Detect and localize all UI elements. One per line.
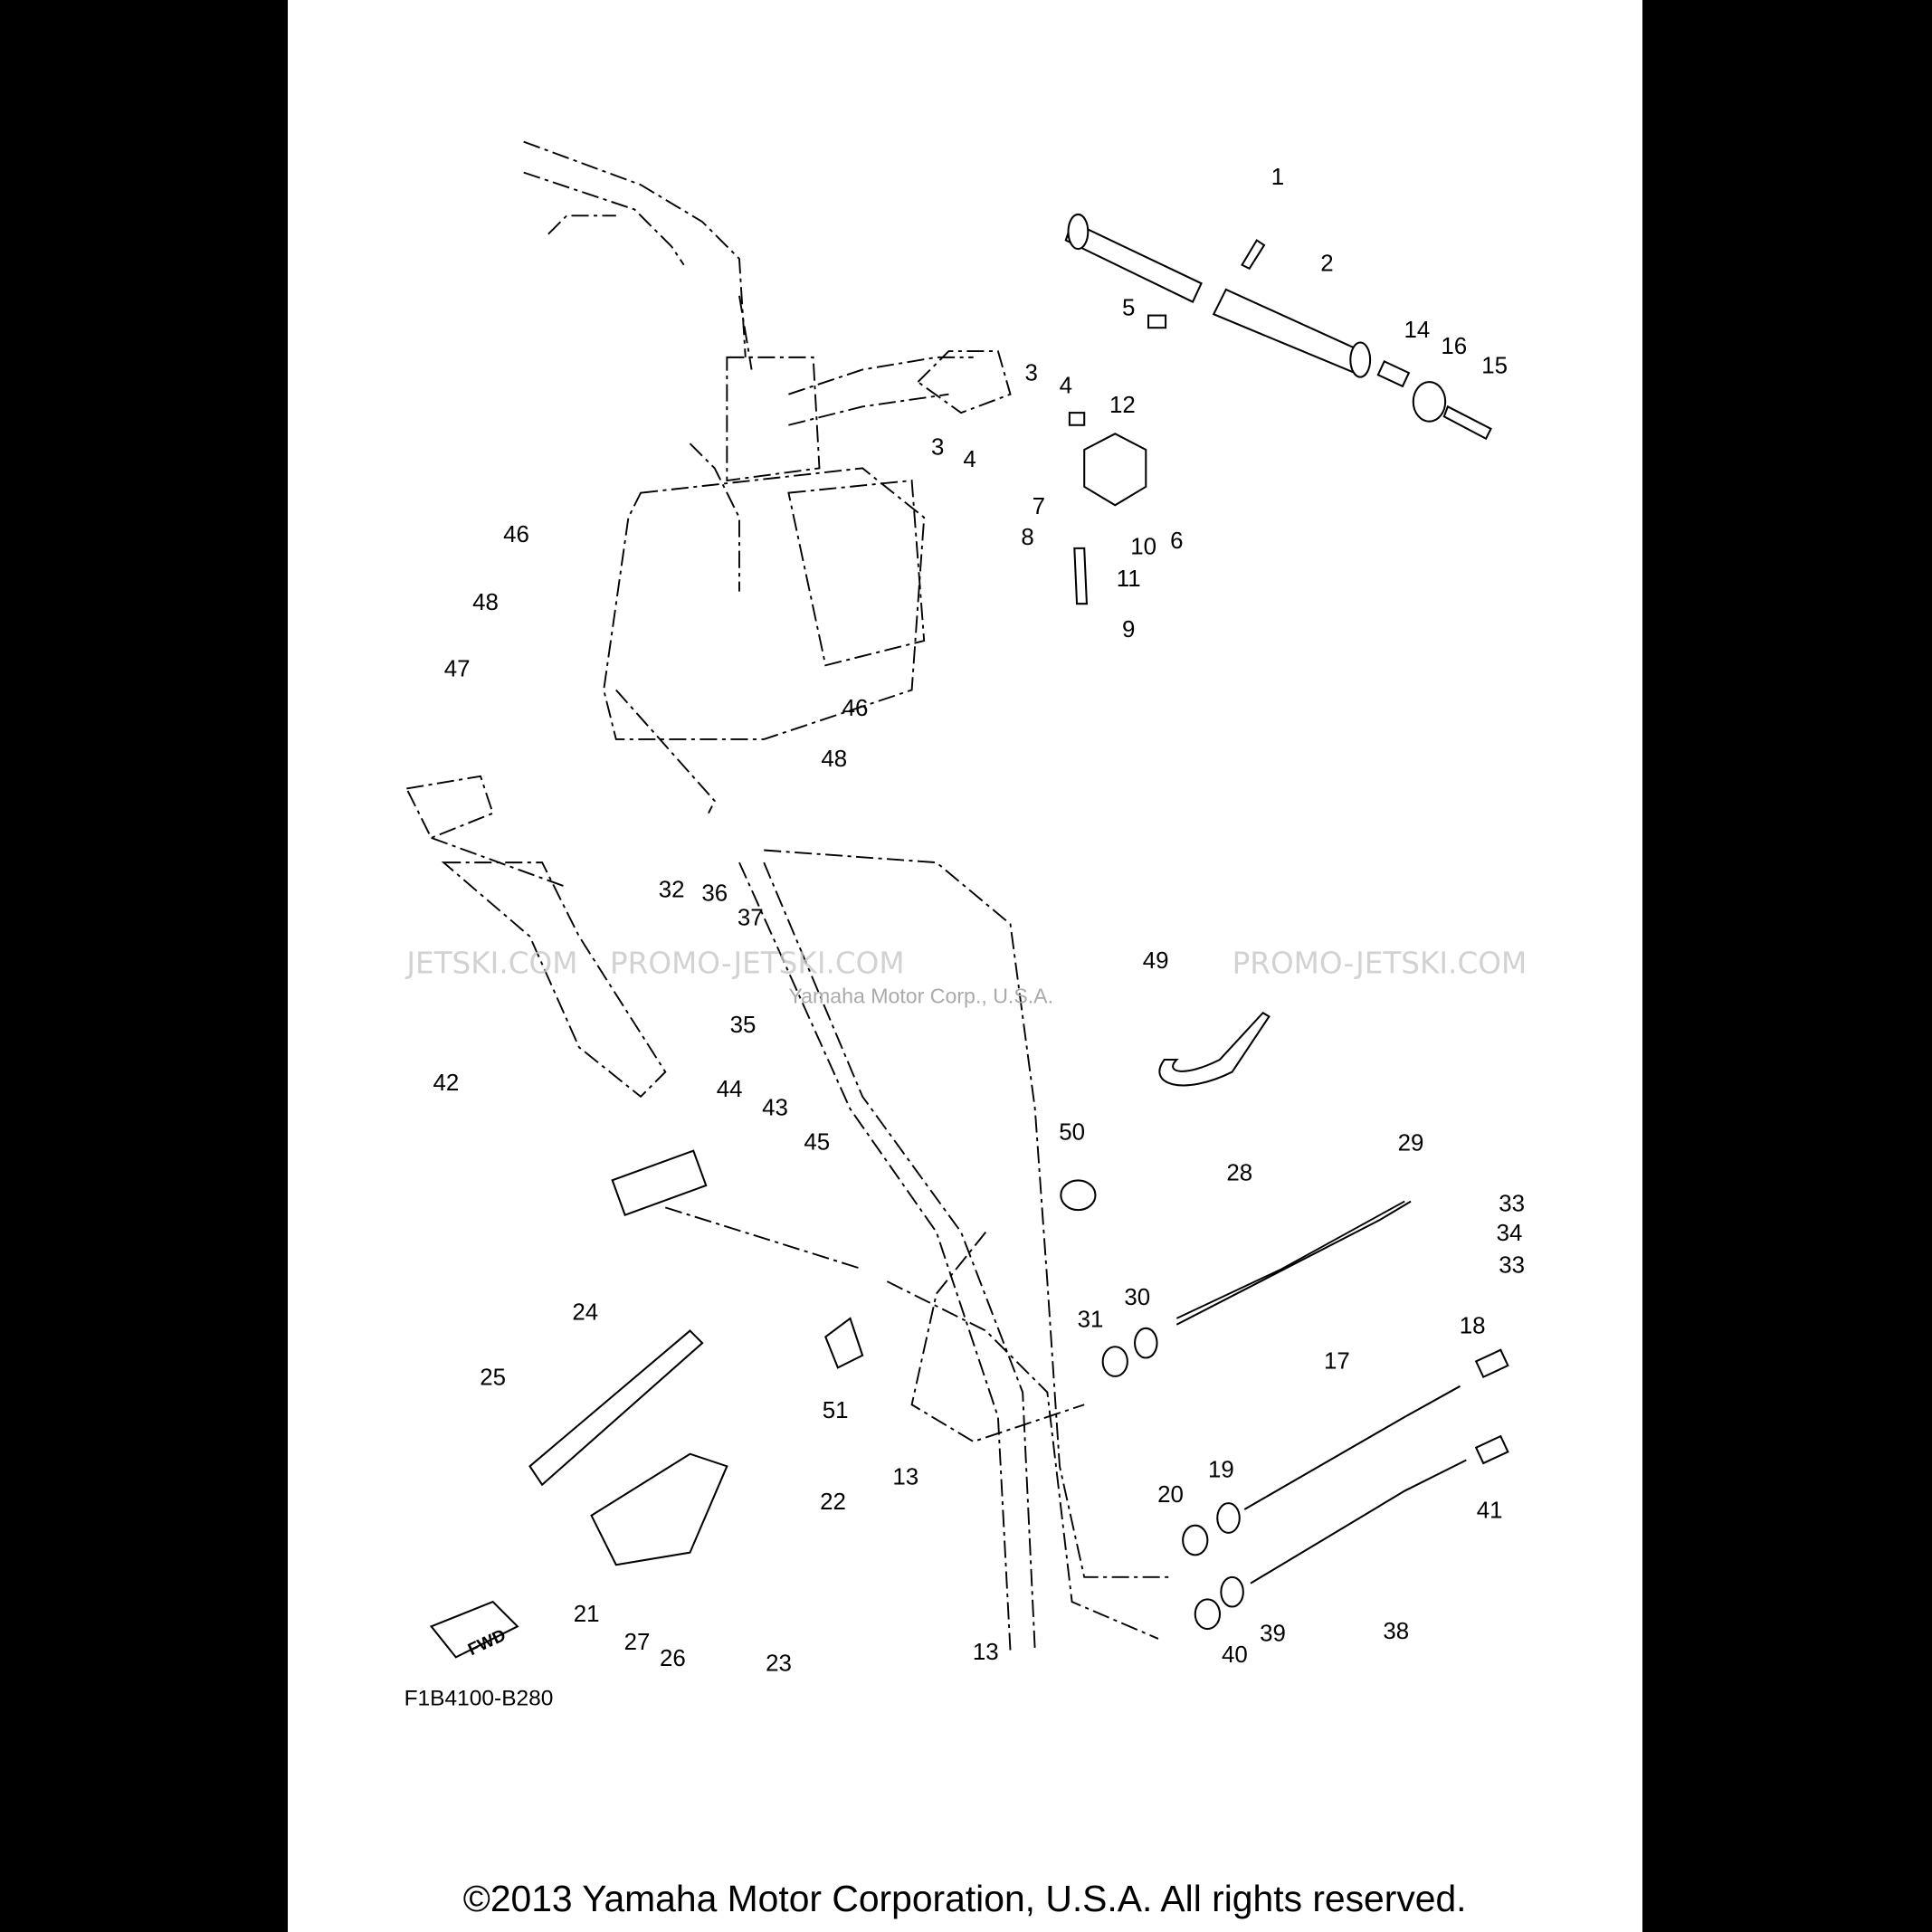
callout-26: 26 <box>660 1646 686 1671</box>
callout-33: 33 <box>1499 1191 1525 1216</box>
callout-32: 32 <box>659 877 685 902</box>
callout-1: 1 <box>1271 165 1284 190</box>
callout-6: 6 <box>1170 528 1183 554</box>
callout-22: 22 <box>820 1489 846 1515</box>
callout-3: 3 <box>1024 361 1037 386</box>
callout-30: 30 <box>1124 1285 1150 1310</box>
callout-24: 24 <box>572 1299 598 1325</box>
callout-50: 50 <box>1059 1119 1085 1145</box>
callout-45: 45 <box>804 1129 830 1155</box>
callout-40: 40 <box>1222 1642 1248 1668</box>
callout-4: 4 <box>1060 373 1072 398</box>
callout-47: 47 <box>444 657 471 682</box>
callout-16: 16 <box>1441 334 1467 359</box>
callout-37: 37 <box>738 906 764 931</box>
callout-33: 33 <box>1499 1253 1525 1279</box>
callout-43: 43 <box>762 1095 788 1120</box>
callout-3: 3 <box>931 434 944 460</box>
watermark-right: PROMO-JETSKI.COM <box>1232 947 1528 981</box>
callout-39: 39 <box>1260 1622 1286 1647</box>
callout-12: 12 <box>1109 393 1136 418</box>
callout-38: 38 <box>1383 1619 1409 1644</box>
callout-27: 27 <box>624 1630 651 1655</box>
callout-2: 2 <box>1320 252 1333 277</box>
callout-11: 11 <box>1117 566 1141 592</box>
callout-31: 31 <box>1078 1307 1104 1332</box>
callout-20: 20 <box>1157 1482 1184 1508</box>
callout-28: 28 <box>1226 1160 1252 1185</box>
callout-13: 13 <box>973 1640 999 1665</box>
throttle-grip <box>1064 213 1492 605</box>
callout-29: 29 <box>1398 1131 1424 1156</box>
callout-13: 13 <box>892 1465 918 1490</box>
callout-48: 48 <box>472 590 499 615</box>
callout-41: 41 <box>1477 1499 1503 1524</box>
handlebar-assembly <box>404 140 1171 1651</box>
callout-48: 48 <box>821 747 847 772</box>
callout-25: 25 <box>480 1365 506 1390</box>
copyright-notice: ©2013 Yamaha Motor Corporation, U.S.A. A… <box>463 1878 1467 1919</box>
callout-7: 7 <box>1033 494 1045 519</box>
callout-5: 5 <box>1122 296 1135 321</box>
callout-35: 35 <box>730 1013 757 1038</box>
callout-46: 46 <box>503 522 529 547</box>
callout-14: 14 <box>1404 318 1430 343</box>
callout-15: 15 <box>1481 354 1508 379</box>
callout-23: 23 <box>766 1651 792 1676</box>
callout-18: 18 <box>1460 1313 1486 1338</box>
callout-21: 21 <box>574 1602 600 1627</box>
watermark-notice: Yamaha Motor Corp., U.S.A. <box>788 984 1053 1007</box>
callout-42: 42 <box>433 1071 460 1096</box>
callout-9: 9 <box>1122 617 1135 642</box>
diagram-code: F1B4100-B280 <box>404 1686 554 1710</box>
callout-46: 46 <box>842 696 869 721</box>
cables <box>429 1011 1509 1659</box>
callout-44: 44 <box>717 1077 743 1102</box>
callout-17: 17 <box>1324 1349 1350 1375</box>
callout-10: 10 <box>1130 535 1156 560</box>
callout-19: 19 <box>1208 1458 1234 1483</box>
callout-8: 8 <box>1021 525 1033 550</box>
callout-34: 34 <box>1497 1221 1523 1246</box>
callout-51: 51 <box>823 1398 849 1423</box>
watermark-left: JETSKI.COM <box>404 947 577 981</box>
callout-36: 36 <box>701 880 728 906</box>
callout-49: 49 <box>1143 948 1169 974</box>
parts-diagram-sheet <box>288 0 1642 1932</box>
watermark-mid: PROMO-JETSKI.COM <box>610 947 905 981</box>
callout-4: 4 <box>963 447 976 472</box>
